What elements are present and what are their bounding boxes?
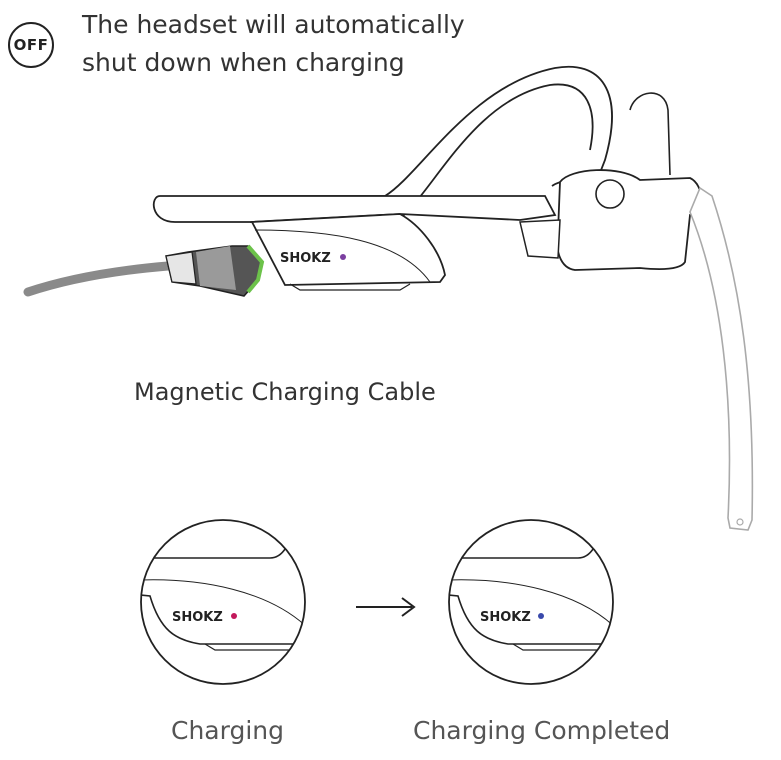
arrow-right-icon [356, 597, 416, 617]
detail-charging: SHOKZ [140, 519, 306, 685]
detail-brand-logo: SHOKZ [480, 610, 531, 625]
connector-ring [246, 244, 265, 294]
power-off-icon: OFF [8, 22, 54, 68]
led-completed [538, 613, 544, 619]
detail-completed: SHOKZ [448, 519, 614, 685]
power-button [595, 179, 625, 209]
note-line-2: shut down when charging [82, 48, 405, 77]
detail-brand-logo: SHOKZ [172, 610, 223, 625]
note-line-1: The headset will automatically [82, 10, 465, 39]
transducer [556, 169, 703, 271]
led-charging [231, 613, 237, 619]
charging-cable [23, 261, 173, 297]
off-badge-label: OFF [13, 36, 49, 54]
earpiece-body [152, 195, 557, 223]
status-led [340, 254, 346, 260]
charging-completed-label: Charging Completed [413, 716, 671, 745]
brand-logo: SHOKZ [280, 251, 331, 266]
charging-label: Charging [171, 716, 284, 745]
cable-label: Magnetic Charging Cable [134, 378, 436, 406]
shutdown-note: The headset will automatically shut down… [82, 6, 502, 82]
boom-microphone [689, 186, 754, 531]
